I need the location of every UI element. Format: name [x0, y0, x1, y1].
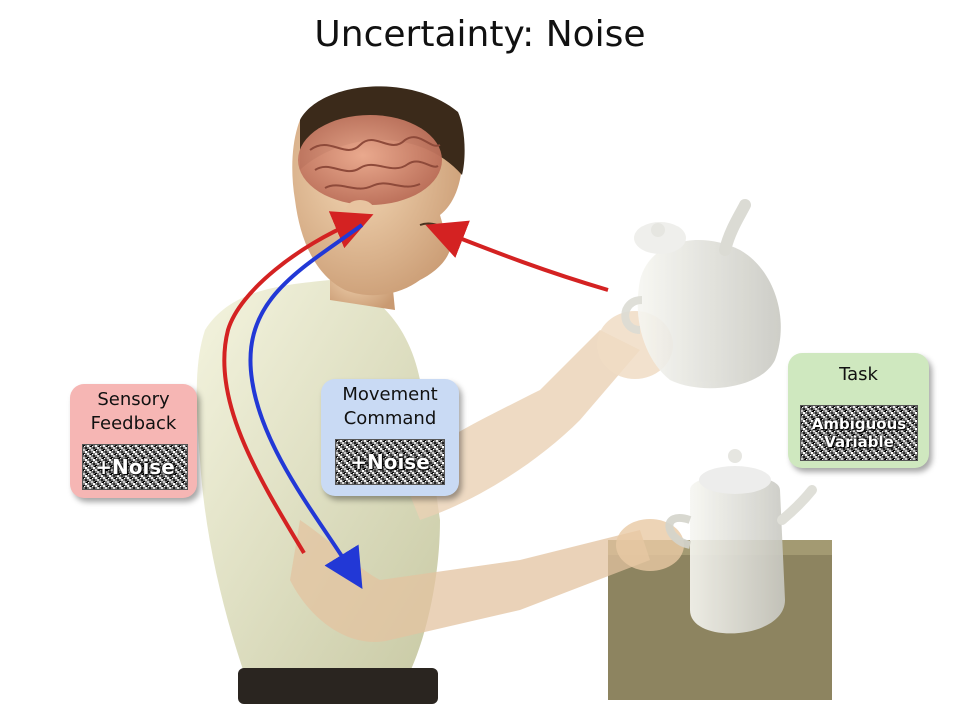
sensory-feedback-label-line1: Sensory	[97, 389, 170, 410]
task-ambiguous-line1: Ambiguous	[811, 415, 907, 433]
movement-command-label-line2: Command	[343, 408, 437, 429]
sensory-noise-label: +Noise	[95, 455, 175, 479]
sensory-feedback-label-line2: Feedback	[90, 413, 177, 434]
task-box: Task Ambiguous Variable	[788, 353, 929, 468]
teapot-icon	[665, 449, 817, 634]
sensory-feedback-box: Sensory Feedback +Noise	[70, 384, 197, 498]
task-label: Task	[839, 364, 878, 385]
movement-command-arrow	[248, 223, 364, 590]
movement-noise-label: +Noise	[350, 450, 430, 474]
raised-arm	[400, 330, 640, 520]
task-ambiguous-variable-label: Ambiguous Variable	[801, 406, 917, 460]
teapot-icon	[621, 199, 781, 389]
lower-hand	[616, 519, 684, 571]
sensory-noise-chip: +Noise	[82, 444, 188, 490]
visual-feedback-arrow	[425, 220, 609, 292]
task-ambiguous-line2: Variable	[824, 433, 894, 451]
slide-title: Uncertainty: Noise	[314, 14, 646, 55]
movement-command-box: Movement Command +Noise	[321, 379, 459, 496]
movement-noise-chip: +Noise	[335, 439, 445, 485]
lower-arm	[290, 520, 650, 642]
belt	[238, 668, 438, 704]
movement-command-label-line1: Movement	[342, 384, 438, 405]
task-noise-chip: Ambiguous Variable	[800, 405, 918, 461]
sensory-feedback-arrow	[222, 211, 374, 555]
